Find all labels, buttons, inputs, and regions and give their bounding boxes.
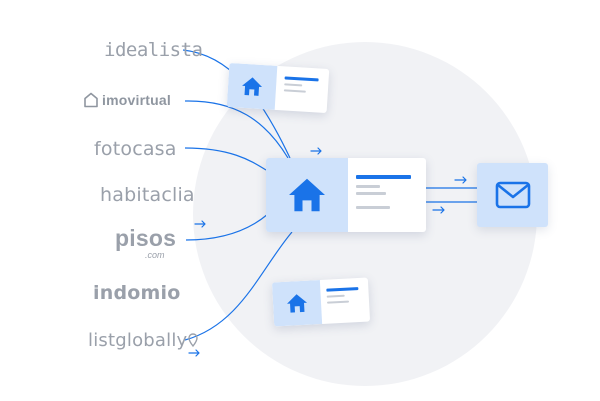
- logo-habitaclia: habitaclia: [100, 184, 195, 206]
- logo-imovirtual-text: imovirtual: [102, 92, 171, 108]
- arrow-right-icon: [454, 176, 467, 184]
- logo-pisos-suffix: .com: [145, 250, 165, 260]
- listing-card-bottom: [271, 277, 371, 327]
- line-fotocasa: [184, 147, 267, 171]
- logo-imovirtual: imovirtual: [83, 92, 171, 108]
- location-pin-icon: [188, 332, 199, 347]
- arrow-right-icon: [432, 206, 445, 214]
- house-icon: [289, 178, 325, 212]
- arrow-right-icon: [188, 349, 200, 357]
- arrow-right-icon: [194, 220, 206, 228]
- house-icon: [287, 294, 308, 313]
- listing-card-main: [266, 158, 426, 232]
- line-imovirtual: [184, 100, 289, 159]
- envelope-icon: [495, 181, 530, 209]
- arrow-right-icon: [310, 147, 322, 155]
- imovirtual-mark-icon: [84, 92, 98, 108]
- logo-listglobally-text: listglobally: [88, 330, 188, 351]
- logo-fotocasa: fotocasa: [94, 138, 177, 160]
- listing-details: [348, 158, 426, 232]
- listing-card-top: [226, 62, 330, 114]
- line-pisos: [185, 213, 269, 241]
- logo-pisos: pisos: [115, 225, 177, 251]
- logo-indomio: indomio: [93, 282, 181, 304]
- listing-details: [275, 66, 330, 113]
- listing-details: [320, 278, 370, 324]
- listing-thumbnail: [226, 62, 278, 110]
- line-listglobally: [184, 231, 293, 341]
- listing-thumbnail: [266, 158, 348, 232]
- house-icon: [242, 77, 263, 96]
- logo-idealista: idealista: [104, 39, 203, 61]
- logo-listglobally: listglobally: [88, 330, 199, 351]
- listing-thumbnail: [271, 280, 323, 327]
- email-destination: [477, 163, 548, 227]
